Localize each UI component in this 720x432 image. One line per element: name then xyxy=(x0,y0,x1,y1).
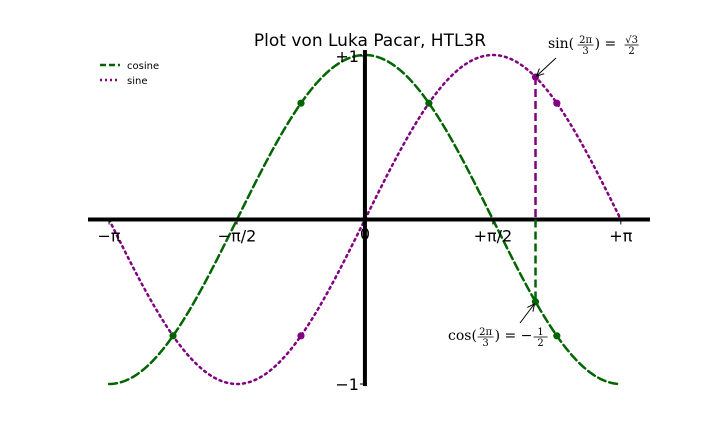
y-tick-label: +1 xyxy=(335,47,359,66)
origin-label: 0 xyxy=(360,225,370,244)
sin-arg-den: 3 xyxy=(582,46,588,57)
x-tick-label: −π xyxy=(98,227,121,246)
cos-arrow-head xyxy=(527,302,536,312)
cosine-marker xyxy=(169,332,177,340)
sin-func: sin( xyxy=(548,36,574,52)
chart-title: Plot von Luka Pacar, HTL3R xyxy=(254,31,486,51)
axes-spines xyxy=(88,50,650,386)
cos-arg-num: 2π xyxy=(479,327,492,338)
sine-marker xyxy=(297,332,305,340)
cos-arg-den: 3 xyxy=(482,338,488,349)
cos-res-den: 2 xyxy=(537,338,543,349)
sin-arrow-head xyxy=(535,68,545,77)
x-tick-label: −π/2 xyxy=(218,227,257,246)
cosine-marker xyxy=(297,99,305,107)
legend: cosine sine xyxy=(100,61,159,87)
sin-res-num: √3 xyxy=(625,35,638,46)
sine-marker xyxy=(553,99,561,107)
cos-annotation: cos(2π3 ) = − 12 xyxy=(448,327,548,349)
cos-res-num: 1 xyxy=(537,327,543,338)
cos-eq: ) = − xyxy=(495,328,533,344)
y-tick-label: −1 xyxy=(335,375,359,394)
cos-arrow-shaft xyxy=(519,303,535,324)
sin-eq: ) = xyxy=(595,36,617,52)
cosine-marker xyxy=(531,298,540,306)
sin-annotation: sin( 2π3 ) = √32 xyxy=(548,35,639,57)
cosine-marker xyxy=(425,99,433,107)
x-tick-label: +π/2 xyxy=(474,227,513,246)
cosine-marker xyxy=(553,332,561,340)
legend-label-cosine: cosine xyxy=(127,61,159,72)
x-tick-label: +π xyxy=(609,227,632,246)
sin-arg-num: 2π xyxy=(579,35,592,46)
axis-ticks: −π −π/2 +π/2 +π +1 −1 0 xyxy=(98,47,633,394)
legend-label-sine: sine xyxy=(127,76,147,87)
cos-func: cos( xyxy=(448,328,477,344)
sin-res-den: 2 xyxy=(628,46,634,57)
sin-arrow-shaft xyxy=(536,57,557,77)
